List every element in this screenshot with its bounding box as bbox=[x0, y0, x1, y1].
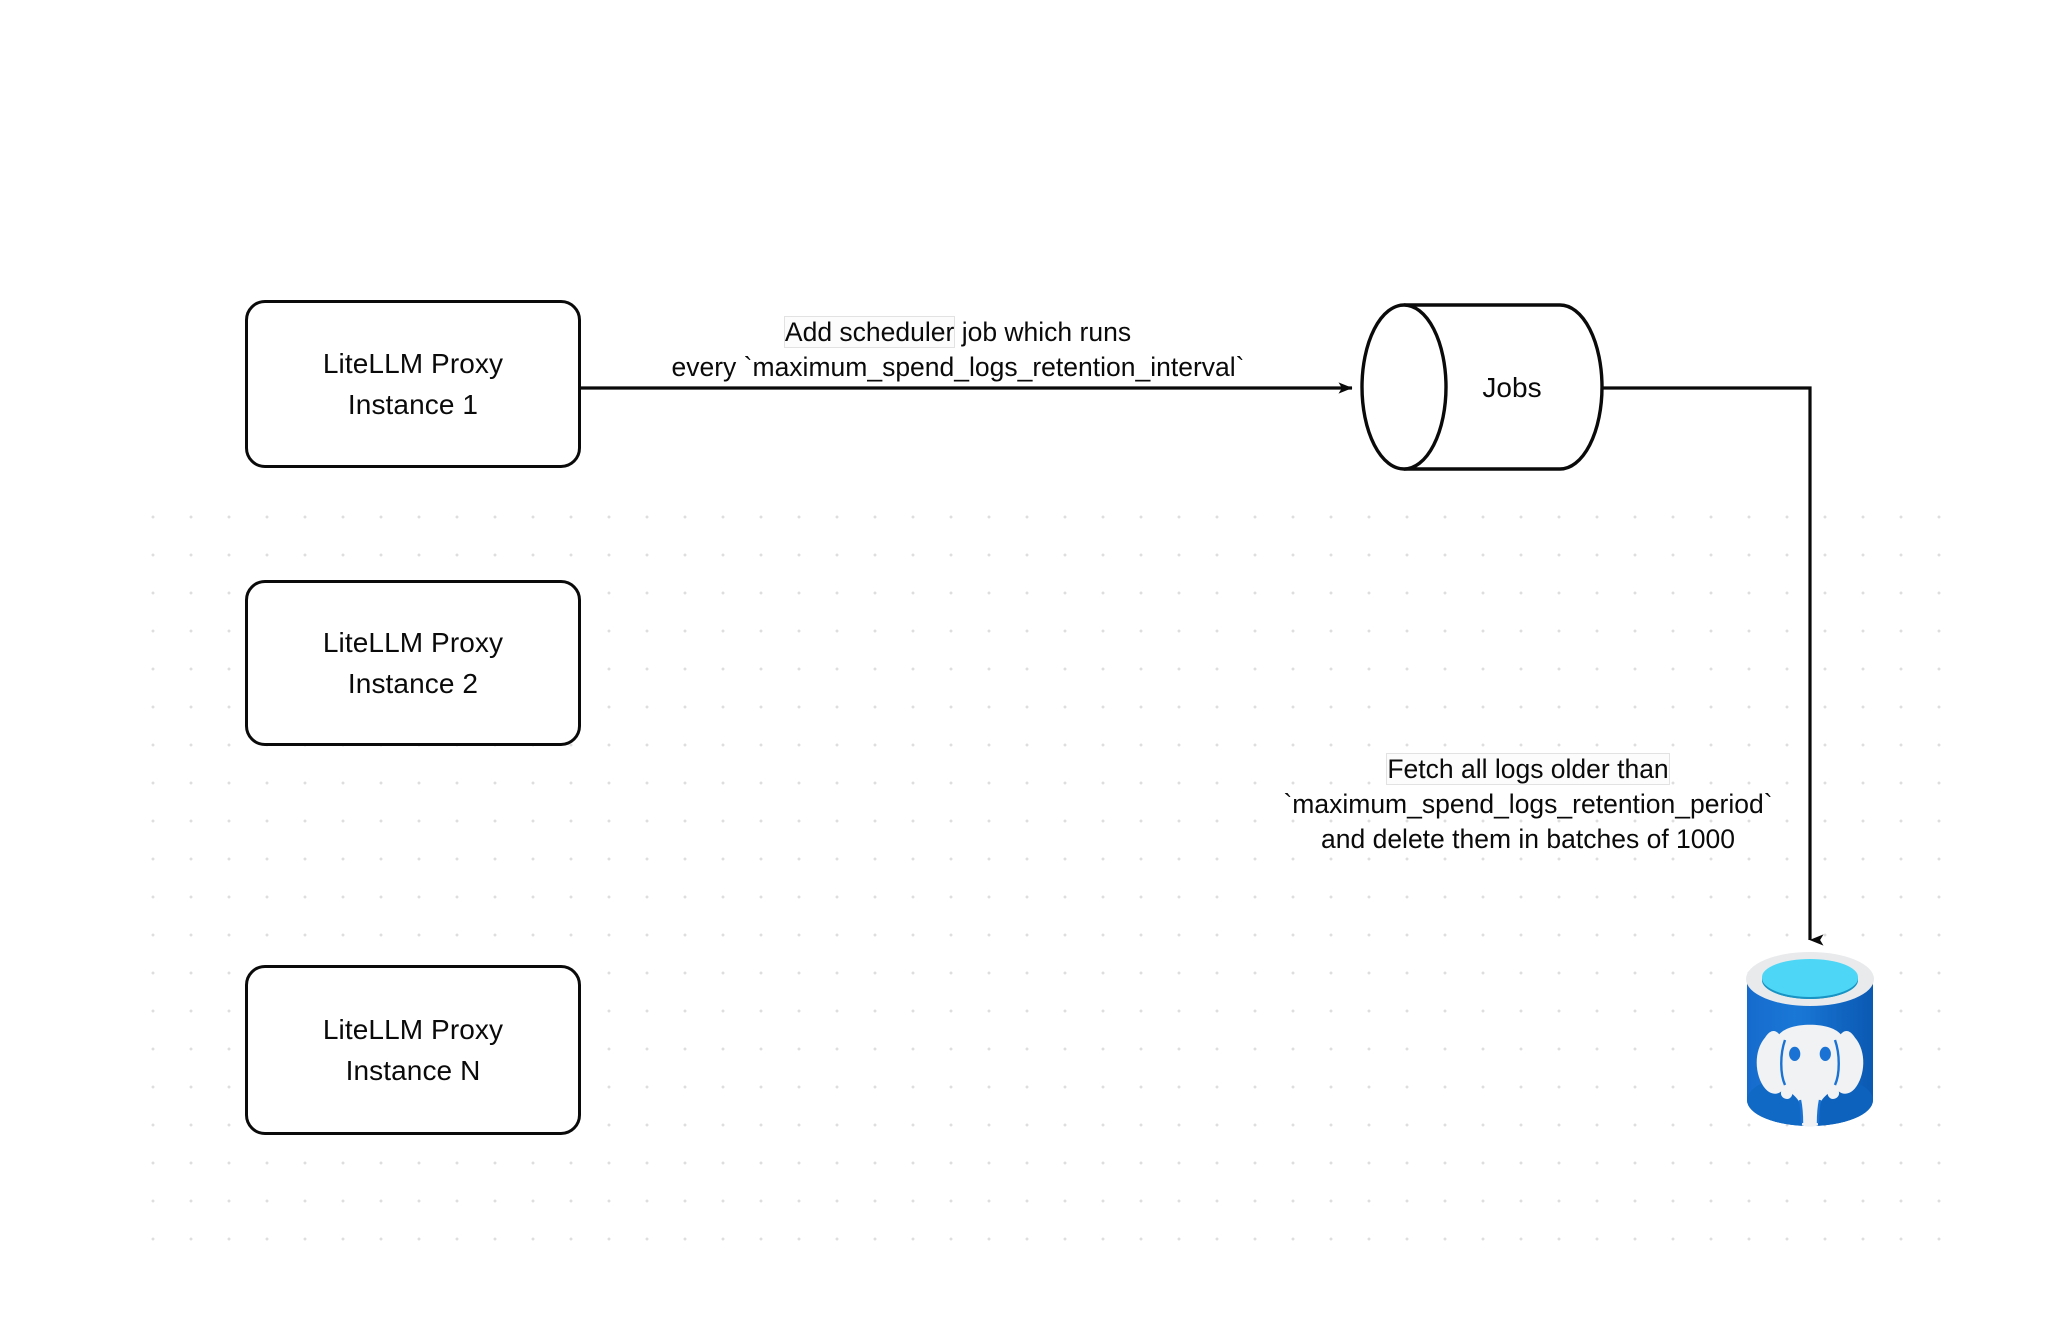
node-proxy-instance-2-label: LiteLLM Proxy Instance 2 bbox=[322, 627, 504, 699]
node-proxy-instance-1-label: LiteLLM Proxy Instance 1 bbox=[322, 348, 504, 420]
postgresql-database-icon bbox=[1746, 952, 1874, 1127]
node-jobs-queue-label: Jobs bbox=[1482, 372, 1542, 403]
connector-jobs-to-postgres bbox=[1602, 386, 1824, 946]
edge-label-line-1-rest: job which runs bbox=[954, 317, 1132, 347]
edge2-label-line-1: Fetch all logs older than bbox=[1253, 752, 1803, 787]
node-proxy-instance-1[interactable]: LiteLLM Proxy Instance 1 bbox=[245, 300, 581, 468]
edge2-label-highlighted-text: Fetch all logs older than bbox=[1386, 753, 1670, 785]
jobs-cylinder-shape bbox=[1360, 303, 1604, 471]
node-proxy-instance-n[interactable]: LiteLLM Proxy Instance N bbox=[245, 965, 581, 1135]
node-proxy-instance-2[interactable]: LiteLLM Proxy Instance 2 bbox=[245, 580, 581, 746]
edge2-label-line-2: `maximum_spend_logs_retention_period` bbox=[1283, 789, 1773, 819]
edge-label-line-2: every `maximum_spend_logs_retention_inte… bbox=[671, 352, 1245, 382]
edge-label-line-1: Add scheduler job which runs bbox=[608, 315, 1308, 350]
edge2-label-line-3: and delete them in batches of 1000 bbox=[1321, 824, 1735, 854]
edge-label-highlighted-text: Add scheduler bbox=[783, 316, 956, 348]
edge-label-add-scheduler-job: Add scheduler job which runs every `maxi… bbox=[608, 315, 1308, 385]
edge-label-fetch-and-delete-logs: Fetch all logs older than `maximum_spend… bbox=[1253, 752, 1803, 857]
node-proxy-instance-n-label: LiteLLM Proxy Instance N bbox=[322, 1014, 504, 1086]
